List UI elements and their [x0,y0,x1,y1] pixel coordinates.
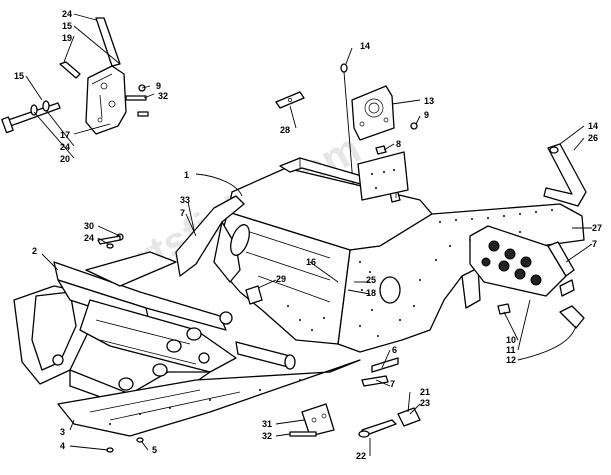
belly-pan [57,359,361,437]
callout-26: 26 [588,133,598,143]
callout-24: 24 [62,9,72,19]
callout-24: 24 [60,142,70,152]
front-suspension-assembly [13,251,296,405]
callout-20: 20 [60,154,70,164]
lower-hardware [97,233,511,453]
callout-15: 15 [14,71,24,81]
callout-18: 18 [366,288,376,298]
callout-17: 17 [60,130,70,140]
callout-1: 1 [184,170,189,180]
callout-23: 23 [420,398,430,408]
callout-2: 2 [32,246,37,256]
callout-21: 21 [420,387,430,397]
callout-25: 25 [366,275,376,285]
callout-14: 14 [588,121,598,131]
callout-28: 28 [280,125,290,135]
callout-14: 14 [360,41,370,51]
callout-29: 29 [276,274,286,284]
callout-19: 19 [62,33,72,43]
callout-32: 32 [158,91,168,101]
callout-31: 31 [262,419,272,429]
callout-7: 7 [592,239,597,249]
callout-24: 24 [84,233,94,243]
callout-15: 15 [62,21,72,31]
callout-22: 22 [356,451,366,461]
callout-30: 30 [84,221,94,231]
callout-11: 11 [506,345,516,355]
callout-9: 9 [156,81,161,91]
callout-27: 27 [592,223,602,233]
callout-13: 13 [424,96,434,106]
upper-left-bracket-assembly [1,17,149,135]
callout-5: 5 [152,445,157,455]
callout-4: 4 [60,441,65,451]
callout-12: 12 [506,355,516,365]
callout-16: 16 [306,257,316,267]
callout-7: 7 [180,208,185,218]
callout-8: 8 [396,139,401,149]
callout-32: 32 [262,431,272,441]
callout-6: 6 [392,345,397,355]
rear-plate-assembly [469,143,587,329]
callout-7: 7 [390,379,395,389]
callout-labels: 24 15 19 15 9 32 17 24 20 14 13 28 9 8 1… [14,9,602,461]
leader-lines [25,13,593,456]
bracket-13-assembly [275,63,418,271]
rivet-dots [287,169,553,337]
callout-3: 3 [60,427,65,437]
callout-33: 33 [180,195,190,205]
callout-9: 9 [424,110,429,120]
callout-10: 10 [506,335,516,345]
